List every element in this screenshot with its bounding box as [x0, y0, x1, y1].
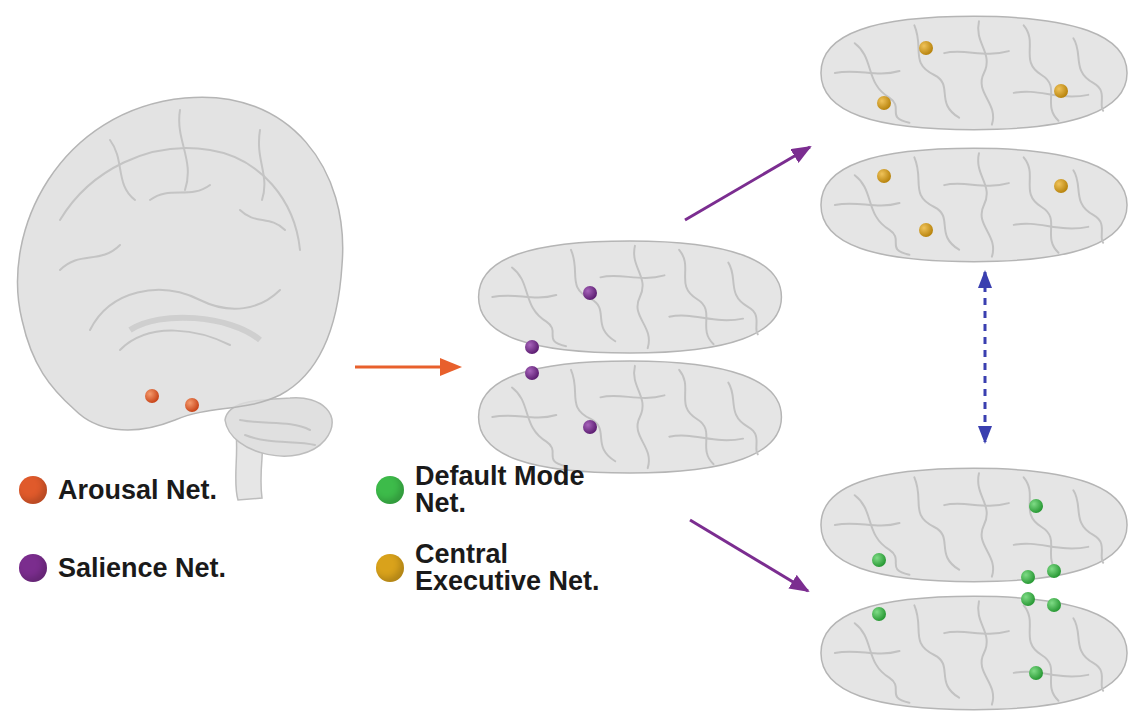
legend-text: Arousal Net.: [58, 477, 283, 504]
legend-text: Salience Net.: [58, 555, 283, 582]
legend-swatch: [19, 554, 47, 582]
legend-swatch: [376, 554, 404, 582]
legend-swatch: [376, 476, 404, 504]
legend-item: Arousal Net.: [19, 476, 283, 504]
salience-brain: [479, 241, 782, 473]
legend-item: Central Executive Net.: [376, 541, 640, 595]
sagittal-brain: [18, 97, 343, 500]
legend-item: Salience Net.: [19, 554, 283, 582]
legend-text: Default Mode Net.: [415, 463, 640, 517]
legend-item: Default Mode Net.: [376, 463, 640, 517]
flow-arrows: [355, 147, 985, 591]
central-executive-brain: [821, 16, 1127, 261]
legend-text: Central Executive Net.: [415, 541, 640, 595]
legend-swatch: [19, 476, 47, 504]
default-mode-brain: [821, 468, 1127, 709]
